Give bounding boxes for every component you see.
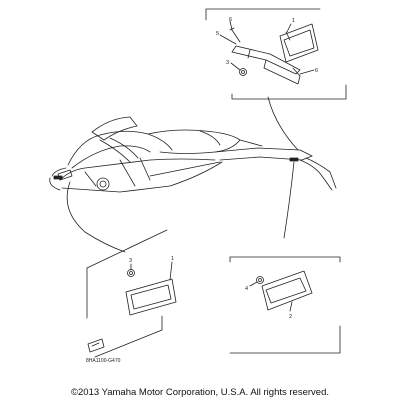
callout-top-6a: 6 <box>229 17 232 23</box>
detail-box-left <box>86 229 177 358</box>
connector-top <box>267 96 299 151</box>
yamaha-tag-icon <box>87 338 105 353</box>
callout-top-3: 3 <box>226 60 229 66</box>
callout-left-1: 1 <box>171 256 174 262</box>
part-code: 8HA1100-G470 <box>86 358 121 364</box>
callout-top-6b: 6 <box>315 68 318 74</box>
callout-top-1: 1 <box>292 18 295 24</box>
detail-box-top <box>205 8 347 100</box>
detail-box-right <box>229 256 341 354</box>
callout-right-4: 4 <box>245 286 248 292</box>
callout-right-2: 2 <box>289 314 292 320</box>
connector-rear <box>283 161 295 239</box>
copyright-text: ©2013 Yamaha Motor Corporation, U.S.A. A… <box>71 387 329 398</box>
snowmobile-illustration <box>49 116 337 193</box>
callout-top-5: 5 <box>216 31 219 37</box>
callout-left-3: 3 <box>129 258 132 264</box>
connector-front <box>66 181 126 253</box>
